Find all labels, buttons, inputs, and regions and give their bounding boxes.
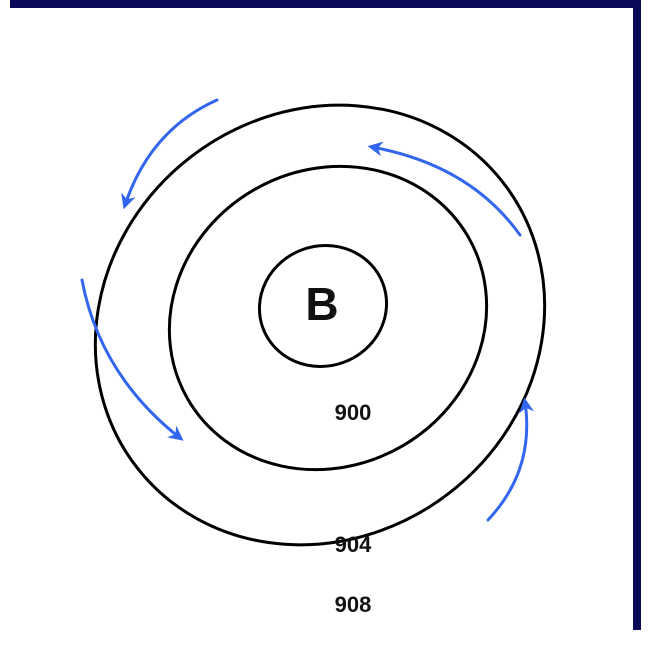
curved-arrow-icon bbox=[80, 278, 184, 441]
low-pressure-center-label: B bbox=[305, 278, 338, 330]
isobar-outer bbox=[93, 103, 547, 547]
isobar-label-904: 904 bbox=[335, 532, 372, 557]
curved-arrow-icon bbox=[121, 98, 219, 210]
isobar-label-900: 900 bbox=[335, 400, 372, 425]
isobar-inner bbox=[257, 244, 389, 368]
isobar-middle bbox=[167, 164, 489, 472]
curved-arrow-icon bbox=[367, 141, 522, 237]
isobar-label-908: 908 bbox=[335, 592, 372, 617]
curved-arrow-icon bbox=[486, 397, 534, 522]
